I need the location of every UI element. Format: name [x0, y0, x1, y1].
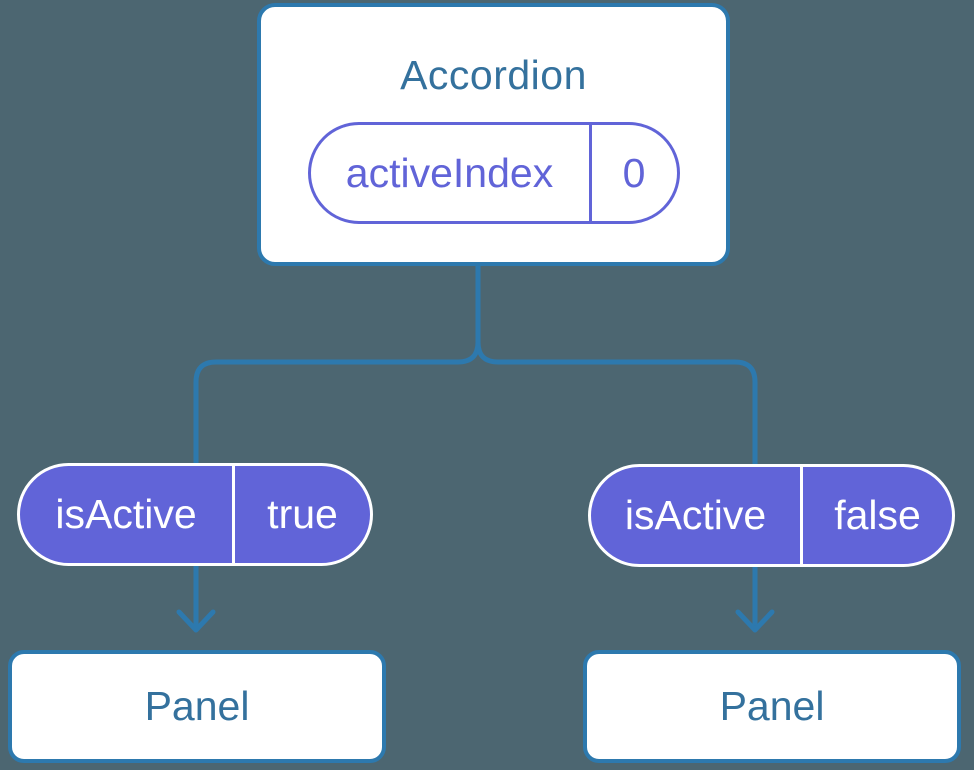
prop-value-label: false: [834, 492, 921, 538]
prop-name-label: isActive: [591, 467, 803, 564]
prop-value-label: 0: [622, 149, 646, 196]
prop-name-label: isActive: [20, 466, 235, 563]
panel-node-left: Panel: [8, 650, 386, 763]
accordion-node-title: Accordion: [400, 52, 587, 98]
prop-name-label: activeIndex: [311, 125, 592, 222]
panel-node-title: Panel: [144, 683, 250, 729]
arrowhead-right-icon: [735, 609, 775, 633]
panel-node-title: Panel: [719, 683, 825, 729]
isactive-pill-right: isActive false: [588, 464, 955, 567]
connector-left-branch: [193, 263, 481, 629]
arrowhead-left-icon: [176, 609, 216, 633]
panel-node-right: Panel: [583, 650, 961, 763]
connector-right-branch: [475, 263, 758, 629]
accordion-node: Accordion activeIndex 0: [257, 3, 730, 266]
activeindex-prop-pill: activeIndex 0: [307, 122, 680, 225]
prop-value-label: true: [267, 491, 338, 537]
isactive-pill-left: isActive true: [17, 463, 373, 566]
